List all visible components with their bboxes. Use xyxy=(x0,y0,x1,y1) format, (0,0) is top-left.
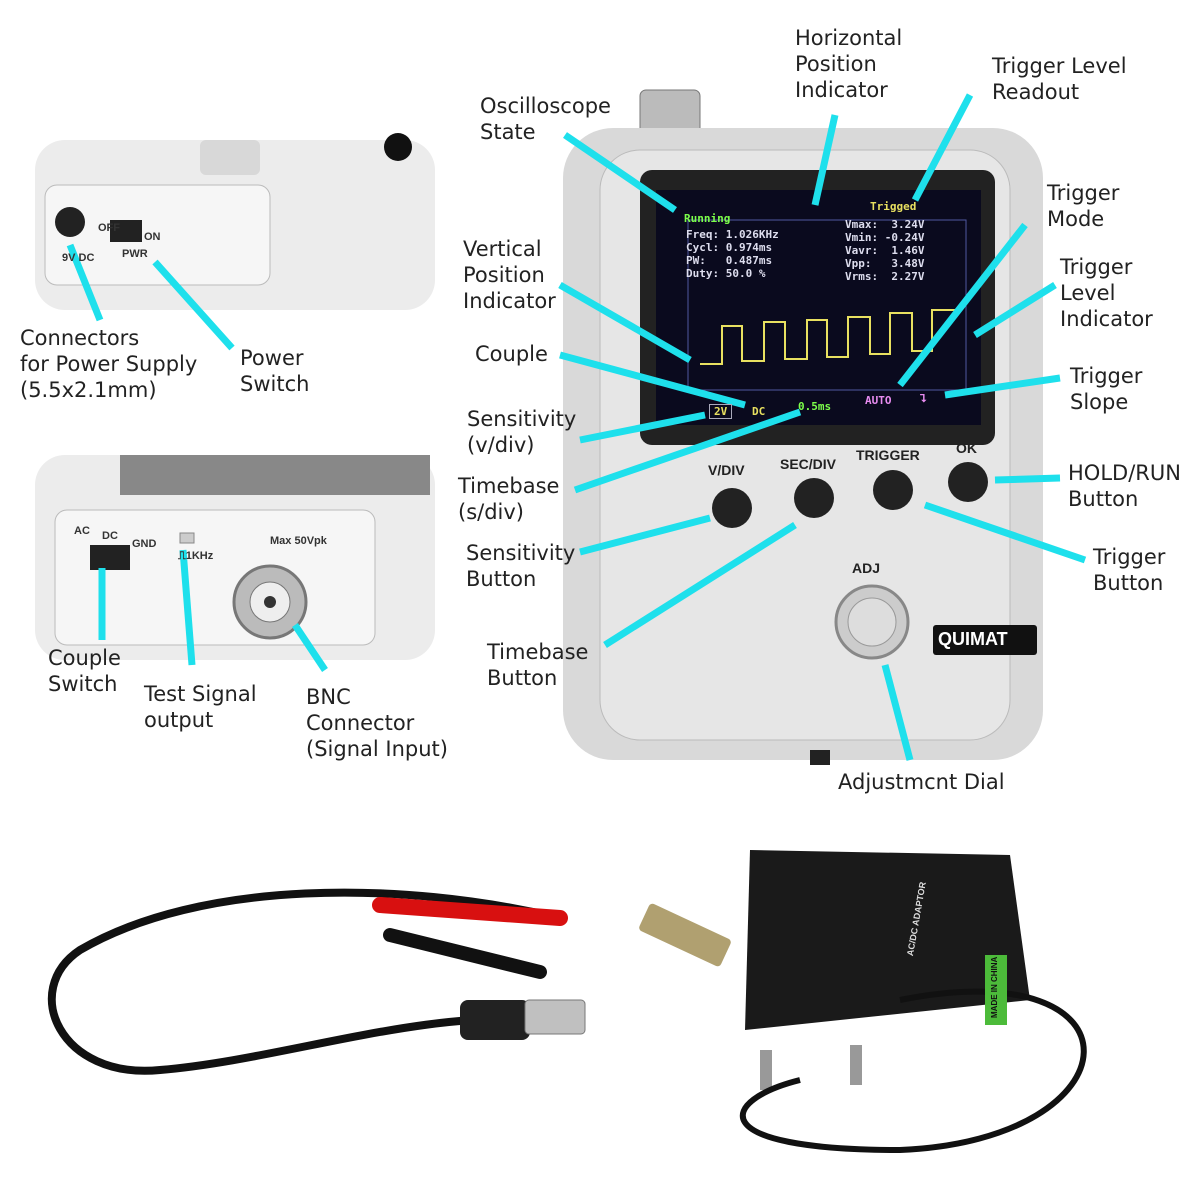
sensitivity-readout: 2V xyxy=(709,404,733,419)
trigger-slope-icon: ⮧ xyxy=(920,392,927,405)
trigger-mode-readout: AUTO xyxy=(865,394,892,407)
label-couple: Couple xyxy=(475,342,548,366)
callout-arrows xyxy=(66,93,1087,761)
power-adapter xyxy=(639,850,1087,1154)
measurements-left: Freq: 1.026KHz Cycl: 0.974ms PW: 0.487ms… xyxy=(686,228,779,280)
coupling-readout: DC xyxy=(752,405,766,418)
ac-label: AC xyxy=(74,525,90,537)
secdiv-button-label[interactable]: SEC/DIV xyxy=(780,456,837,472)
label-adjustment-dial: Adjustmcnt Dial xyxy=(838,770,1005,794)
off-label: OFF xyxy=(98,222,120,234)
probe-cable xyxy=(47,888,586,1075)
trigger-status: Trigged xyxy=(870,200,917,213)
oscilloscope-state: Running xyxy=(684,212,731,225)
gnd-label: GND xyxy=(132,538,157,550)
made-in-label: MADE IN CHINA xyxy=(990,956,999,1018)
test-signal-label: ⎍1KHz xyxy=(178,550,214,562)
dc-input-label: 9V DC xyxy=(62,252,95,264)
dc-label: DC xyxy=(102,530,118,542)
timebase-readout: 0.5ms xyxy=(798,400,832,413)
on-label: ON xyxy=(144,231,161,243)
side-panel-input xyxy=(35,455,435,660)
max-voltage-label: Max 50Vpk xyxy=(270,535,327,547)
label-sensitivity: Sensitivity(v/div) xyxy=(467,407,577,457)
adj-dial-label[interactable]: ADJ xyxy=(852,560,881,576)
pwr-label: PWR xyxy=(122,248,148,260)
ok-button-label[interactable]: OK xyxy=(956,440,977,456)
brand-logo: QUIMAT xyxy=(938,629,1008,649)
vdiv-button-label[interactable]: V/DIV xyxy=(708,462,745,478)
side-panel-power xyxy=(35,133,435,310)
trigger-button-label[interactable]: TRIGGER xyxy=(856,447,920,463)
label-timebase: Timebase(s/div) xyxy=(458,474,560,524)
measurements-right: Vmax: 3.24V Vmin: -0.24V Vavr: 1.46V Vpp… xyxy=(845,218,925,283)
